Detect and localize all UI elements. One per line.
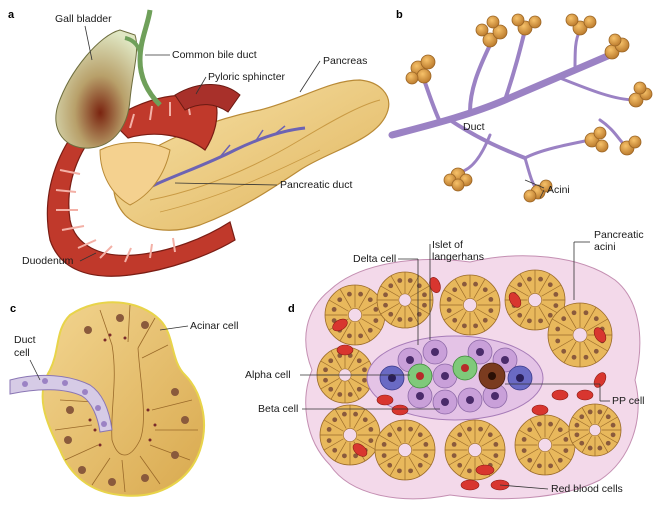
acinus-rosette [376,271,434,329]
acinus-rosette [374,419,436,481]
label-acini: Acini [547,184,570,196]
duodenum [46,109,236,277]
panel-c: c Duct cell Acinar cell [9,301,238,497]
acini-clusters [405,13,653,203]
label-duct-line1: Duct [14,334,36,346]
label-pyloric-sphincter: Pyloric sphincter [208,71,286,83]
label-islet-2: langerhans [432,251,484,263]
label-alpha-cell: Alpha cell [245,369,291,381]
panel-a-letter: a [8,9,15,21]
panel-b: b Duct Acini [388,9,653,203]
label-duct: Duct [463,121,485,133]
label-pancreatic-acini-2: acini [594,241,616,253]
label-pancreatic-duct: Pancreatic duct [280,179,352,191]
label-pp-cell: PP cell [612,395,645,407]
label-pancreatic-acini-1: Pancreatic [594,229,644,241]
common-bile-duct [137,9,162,107]
acinus-rosette [319,404,381,466]
acinus-rosette [439,274,501,336]
red-blood-cells [332,276,607,491]
label-islet-1: Islet of [432,239,463,251]
panel-a: a Gall bladder Common bile duct Pyloric … [8,9,390,277]
acinus-rosette [568,403,622,457]
acinus-rosette [547,302,613,368]
label-delta-cell: Delta cell [353,253,396,265]
duct-tree [388,28,637,192]
panel-d: d [245,229,645,500]
label-acinar-cell: Acinar cell [190,320,238,332]
label-red-blood-cells: Red blood cells [551,483,623,495]
label-beta-cell: Beta cell [258,403,298,415]
pancreatic-acini [316,269,622,481]
panel-d-letter: d [288,303,295,315]
panel-b-letter: b [396,9,403,21]
islet-cells [379,339,533,415]
label-duodenum: Duodenum [22,255,74,267]
label-duct-line2: cell [14,347,30,359]
gall-bladder [55,29,138,149]
label-gall-bladder: Gall bladder [55,13,112,25]
acinus-rosette [444,419,506,481]
pancreatic-duct [134,126,306,197]
panel-c-letter: c [10,303,16,315]
acinus-outline [41,301,206,497]
acinus-rosette [514,414,576,476]
label-pancreas: Pancreas [323,55,367,67]
acinus-rosette [324,284,386,346]
label-common-bile-duct: Common bile duct [172,49,257,61]
